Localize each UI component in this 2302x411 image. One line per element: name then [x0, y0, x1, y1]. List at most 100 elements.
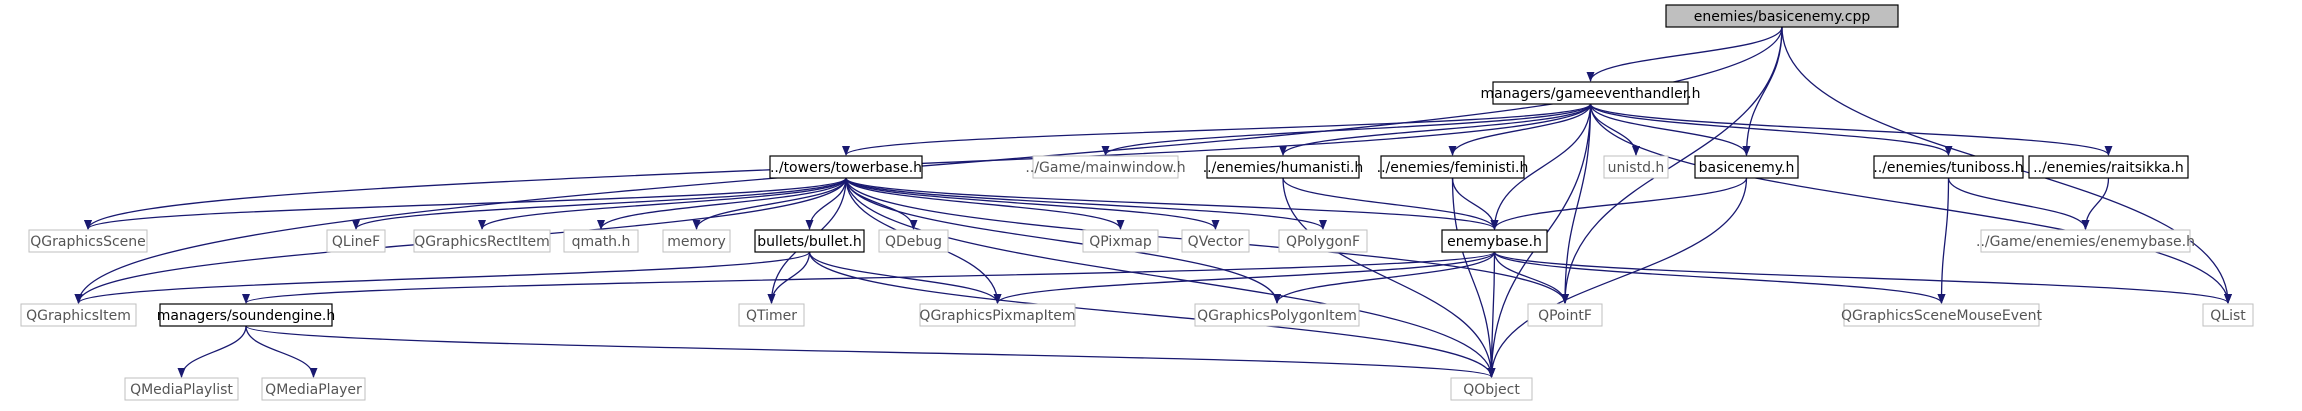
edge-tuniboss-to-qgraphicsscenemouseevent [1937, 177, 1950, 304]
node-basicenemy_h[interactable]: basicenemy.h [1694, 155, 1799, 179]
edge-towerbase-to-qgraphicsrectitem [478, 177, 847, 230]
node-label-qgraphicsscene: QGraphicsScene [30, 234, 146, 250]
node-box-qmediaplaylist [124, 377, 239, 401]
node-box-tuniboss [1873, 155, 2024, 179]
node-box-unistd [1603, 155, 1669, 179]
node-towerbase[interactable]: ../towers/towerbase.h [769, 155, 923, 179]
node-label-mainwindow: ../Game/mainwindow.h [1025, 160, 1185, 176]
node-label-qlist: QList [2210, 308, 2246, 324]
node-box-qdebug [878, 229, 949, 253]
node-qdebug: QDebug [878, 229, 949, 253]
edge-towerbase-to-qpixmap [845, 177, 1125, 230]
node-box-qmediaplayer [261, 377, 366, 401]
edge-gameeventhandler-to-towerbase [842, 103, 1592, 156]
node-raitsikka[interactable]: ../enemies/raitsikka.h [2028, 155, 2189, 179]
edge-towerbase-to-qvector [845, 177, 1220, 230]
node-qgraphicspolygonitem: QGraphicsPolygonItem [1194, 303, 1360, 327]
node-feministi[interactable]: ../enemies/feministi.h [1377, 155, 1529, 179]
node-box-towerbase [769, 155, 923, 179]
node-box-qpointf [1527, 303, 1603, 327]
edge-enemybase-to-qgraphicspixmapitem [993, 251, 1496, 304]
node-label-qmediaplaylist: QMediaPlaylist [130, 382, 233, 398]
edge-gameeventhandler-to-qlist [1589, 103, 2232, 304]
node-label-qgraphicsitem: QGraphicsItem [26, 308, 131, 324]
node-label-basicenemy_h: basicenemy.h [1699, 160, 1795, 176]
node-box-mainwindow [1032, 155, 1179, 179]
node-soundengine[interactable]: managers/soundengine.h [157, 303, 336, 327]
node-enemybase[interactable]: enemybase.h [1441, 229, 1548, 253]
node-box-qmath [563, 229, 639, 253]
edge-gameeventhandler-to-mainwindow [1101, 103, 1592, 156]
node-label-soundengine: managers/soundengine.h [157, 308, 336, 324]
node-box-humanisti [1206, 155, 1360, 179]
node-box-qpixmap [1082, 229, 1159, 253]
node-tuniboss[interactable]: ../enemies/tuniboss.h [1873, 155, 2024, 179]
node-box-enemybase [1441, 229, 1548, 253]
node-label-qobject: QObject [1463, 382, 1520, 398]
edge-feministi-to-qobject [1451, 177, 1496, 378]
node-gameeventhandler[interactable]: managers/gameeventhandler.h [1480, 81, 1701, 105]
node-label-qdebug: QDebug [885, 234, 942, 250]
edge-towerbase-to-qgraphicspolygonitem [845, 177, 1281, 304]
node-box-feministi [1380, 155, 1525, 179]
edge-towerbase-to-qobject [845, 177, 1496, 378]
edge-gameeventhandler-to-feministi [1448, 103, 1592, 156]
node-label-qgraphicspolygonitem: QGraphicsPolygonItem [1197, 308, 1357, 324]
node-label-root: enemies/basicenemy.cpp [1694, 9, 1871, 25]
edge-soundengine-to-qmediaplayer [245, 325, 318, 378]
node-qmediaplayer: QMediaPlayer [261, 377, 366, 401]
node-qlinef: QLineF [326, 229, 386, 253]
edge-towerbase-to-qgraphicsscene [84, 177, 847, 230]
node-memory: memory [662, 229, 731, 253]
node-label-gameeventhandler: managers/gameeventhandler.h [1480, 86, 1700, 102]
node-box-memory [662, 229, 731, 253]
node-box-gameeventhandler [1492, 81, 1689, 105]
node-box-qvector [1181, 229, 1250, 253]
node-root[interactable]: enemies/basicenemy.cpp [1665, 4, 1899, 28]
edge-towerbase-to-bullet [805, 177, 847, 230]
node-box-qobject [1450, 377, 1533, 401]
edge-towerbase-to-qmath [597, 177, 847, 230]
node-qtimer: QTimer [738, 303, 805, 327]
node-label-qmediaplayer: QMediaPlayer [265, 382, 362, 398]
node-box-game_enemybase [1980, 229, 2191, 253]
node-qgraphicsscenemouseevent: QGraphicsSceneMouseEvent [1841, 303, 2043, 327]
node-box-qpolygonf [1278, 229, 1368, 253]
node-label-bullet: bullets/bullet.h [757, 234, 862, 250]
edge-bullet-to-qgraphicspixmapitem [808, 251, 1002, 304]
edge-root-to-basicenemy_h [1742, 26, 1783, 156]
edge-enemybase-to-qgraphicsscenemouseevent [1493, 251, 1946, 304]
edge-enemybase-to-qpointf [1493, 251, 1569, 304]
edge-towerbase-to-qpolygonf [845, 177, 1327, 230]
edge-gameeventhandler-to-raitsikka [1589, 103, 2113, 156]
edge-towerbase-to-memory [692, 177, 847, 230]
node-qgraphicsrectitem: QGraphicsRectItem [413, 229, 551, 253]
node-label-qgraphicsscenemouseevent: QGraphicsSceneMouseEvent [1841, 308, 2043, 324]
node-label-memory: memory [667, 234, 726, 250]
node-qgraphicsscene: QGraphicsScene [28, 229, 148, 253]
edge-soundengine-to-qmediaplaylist [177, 325, 247, 378]
edge-enemybase-to-qlist [1493, 251, 2232, 304]
node-label-qmath: qmath.h [572, 234, 631, 250]
node-qpointf: QPointF [1527, 303, 1603, 327]
node-qpolygonf: QPolygonF [1278, 229, 1368, 253]
node-humanisti[interactable]: ../enemies/humanisti.h [1203, 155, 1364, 179]
node-label-qvector: QVector [1188, 234, 1244, 250]
node-bullet[interactable]: bullets/bullet.h [754, 229, 865, 253]
edge-bullet-to-qtimer [767, 251, 811, 304]
edge-basicenemy_h-to-qobject [1487, 177, 1748, 378]
edge-towerbase-to-qlinef [352, 177, 847, 230]
node-box-root [1665, 4, 1899, 28]
edge-raitsikka-to-game_enemybase [2081, 177, 2110, 230]
node-unistd: unistd.h [1603, 155, 1669, 179]
edge-gameeventhandler-to-qpointf [1561, 103, 1592, 304]
edge-humanisti-to-enemybase [1282, 177, 1499, 230]
node-label-qgraphicsrectitem: QGraphicsRectItem [414, 234, 550, 250]
node-label-qpixmap: QPixmap [1089, 234, 1152, 250]
edge-tuniboss-to-game_enemybase [1947, 177, 2090, 230]
node-box-bullet [754, 229, 865, 253]
node-label-feministi: ../enemies/feministi.h [1377, 160, 1529, 176]
node-box-qgraphicsitem [20, 303, 137, 327]
node-box-qgraphicspixmapitem [919, 303, 1076, 327]
node-label-raitsikka: ../enemies/raitsikka.h [2033, 160, 2184, 176]
